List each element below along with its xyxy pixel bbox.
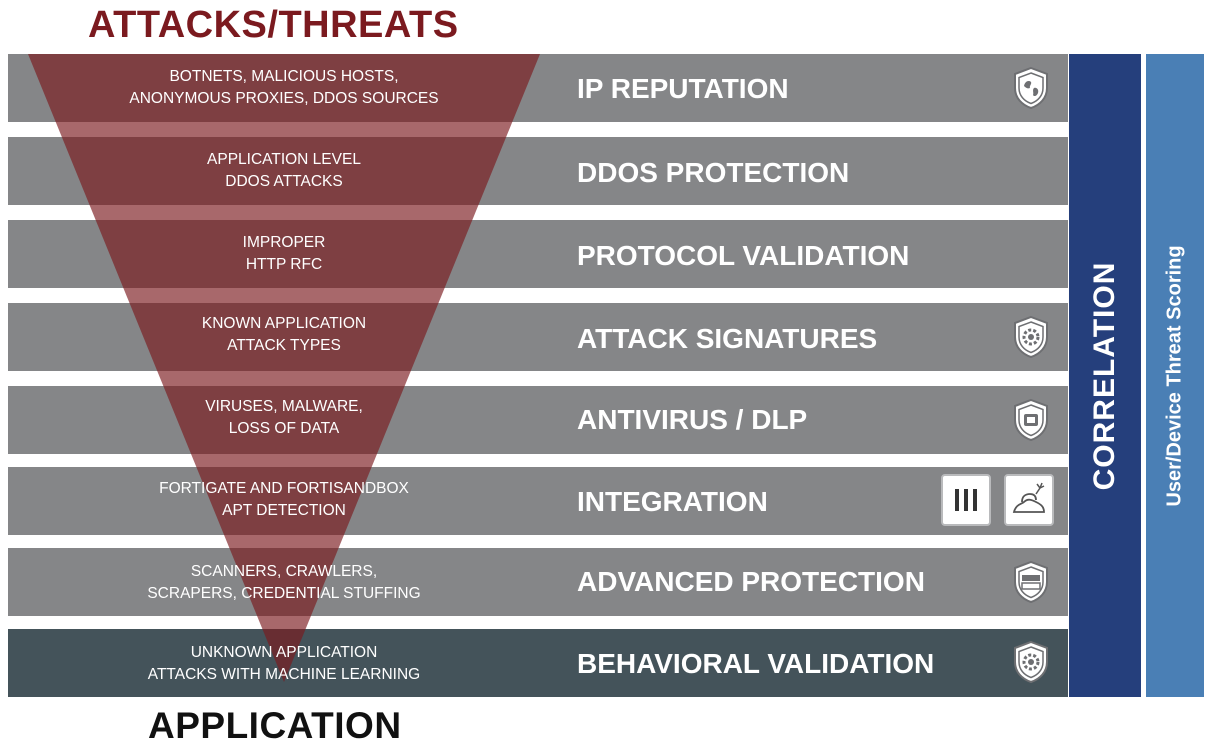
defense-ip-reputation: IP REPUTATION [577, 73, 789, 104]
defense-integration: INTEGRATION [577, 486, 768, 517]
threat-line: SCRAPERS, CREDENTIAL STUFFING [147, 585, 421, 602]
threat-line: HTTP RFC [245, 256, 323, 273]
threat-line: SCANNERS, CRAWLERS, [190, 563, 378, 580]
threat-text-7: SCANNERS, CRAWLERS, SCRAPERS, CREDENTIAL… [8, 561, 560, 605]
threat-line: LOSS OF DATA [228, 420, 340, 437]
defense-protocol-validation: PROTOCOL VALIDATION [577, 240, 910, 271]
threat-text-5: VIRUSES, MALWARE, LOSS OF DATA [8, 396, 560, 440]
defense-advanced-protection: ADVANCED PROTECTION [577, 566, 925, 597]
threat-line: DDOS ATTACKS [225, 173, 343, 190]
correlation-bar: CORRELATION [1069, 54, 1141, 697]
threat-text-3: IMPROPER HTTP RFC [8, 232, 560, 276]
threat-text-6: FORTIGATE AND FORTISANDBOX APT DETECTION [8, 478, 560, 522]
shield-gear-icon [1012, 315, 1050, 359]
threat-scoring-label: User/Device Threat Scoring [1163, 244, 1186, 507]
threat-line: APT DETECTION [222, 502, 346, 519]
application-title: APPLICATION [148, 705, 402, 746]
threat-line: FORTIGATE AND FORTISANDBOX [159, 480, 409, 497]
threat-text-4: KNOWN APPLICATION ATTACK TYPES [8, 313, 560, 357]
threat-line: ATTACKS WITH MACHINE LEARNING [147, 666, 421, 683]
defense-behavioral-validation: BEHAVIORAL VALIDATION [577, 648, 935, 679]
defense-ddos-protection: DDOS PROTECTION [577, 157, 850, 188]
threat-scoring-bar: User/Device Threat Scoring [1146, 54, 1204, 697]
defense-antivirus-dlp: ANTIVIRUS / DLP [577, 404, 808, 435]
defense-attack-signatures: ATTACK SIGNATURES [577, 323, 878, 354]
threat-text-1: BOTNETS, MALICIOUS HOSTS, ANONYMOUS PROX… [8, 66, 560, 110]
shield-login-icon [1012, 560, 1050, 604]
threat-line: ANONYMOUS PROXIES, DDOS SOURCES [129, 90, 439, 107]
threat-line: VIRUSES, MALWARE, [205, 398, 363, 415]
shield-globe-icon [1012, 66, 1050, 110]
threat-text-8: UNKNOWN APPLICATION ATTACKS WITH MACHINE… [8, 642, 560, 686]
shield-gear-icon [1012, 640, 1050, 684]
threat-line: IMPROPER [242, 234, 326, 251]
sandbox-icon [1004, 474, 1054, 526]
threat-line: APPLICATION LEVEL [207, 151, 361, 168]
correlation-label: CORRELATION [1088, 261, 1121, 490]
threat-text-2: APPLICATION LEVEL DDOS ATTACKS [8, 149, 560, 193]
shield-chip-icon [1012, 398, 1050, 442]
threat-line: BOTNETS, MALICIOUS HOSTS, [169, 68, 399, 85]
fortigate-icon [941, 474, 991, 526]
threat-line: KNOWN APPLICATION [201, 315, 367, 332]
threat-line: ATTACK TYPES [227, 337, 341, 354]
attacks-threats-title: ATTACKS/THREATS [88, 4, 459, 46]
threat-line: UNKNOWN APPLICATION [190, 644, 378, 661]
